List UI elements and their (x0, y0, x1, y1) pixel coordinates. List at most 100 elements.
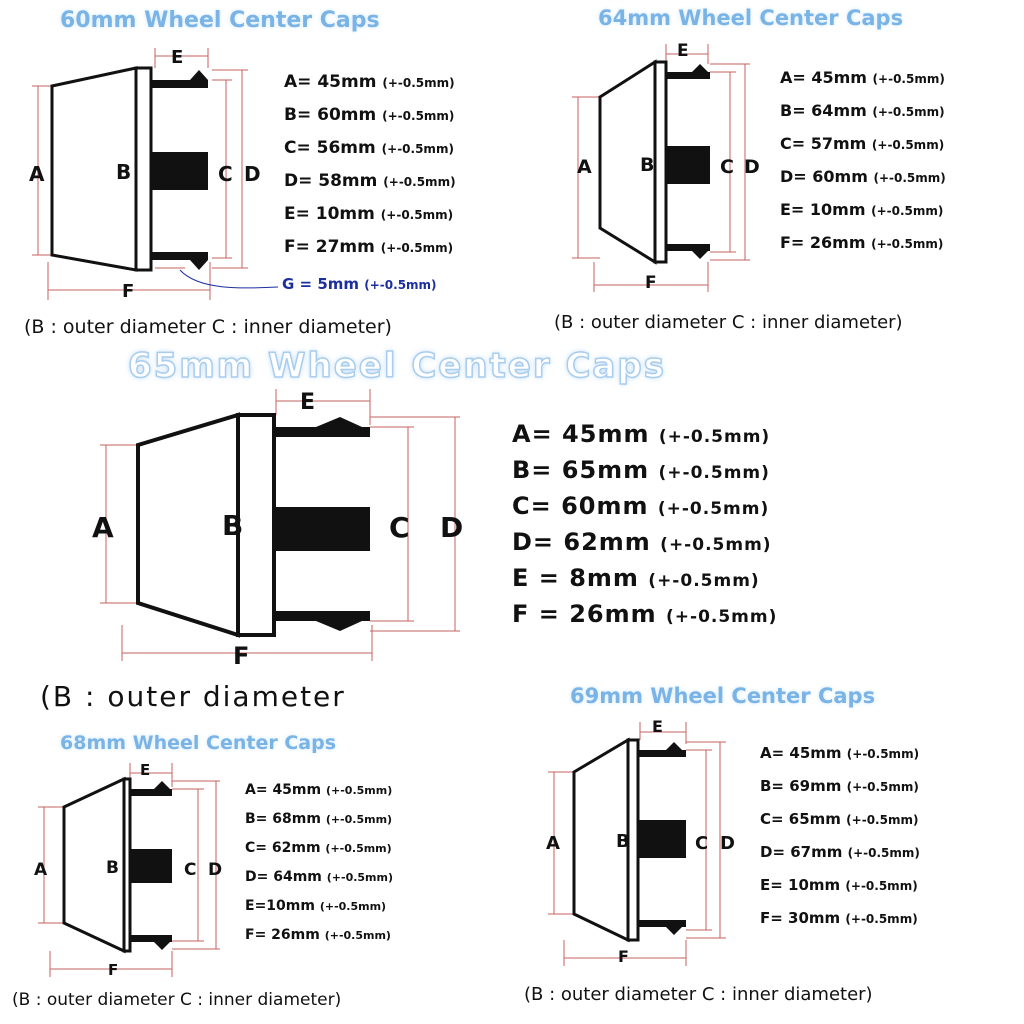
cap68-label-e: E (140, 761, 150, 779)
cap69-note: (B : outer diameter C : inner diameter) (524, 984, 873, 1005)
cap60-spec-c: C= 56mm (+-0.5mm) (284, 138, 454, 158)
cap68-spec-a: A= 45mm (+-0.5mm) (245, 782, 393, 798)
cap69-center-block (638, 820, 686, 858)
cap60-label-c: C (218, 162, 233, 186)
cap60-diagram: A B C D E F (29, 47, 279, 302)
cap60-label-d: D (244, 162, 261, 186)
cap68-label-a: A (34, 860, 48, 880)
cap60-spec-g: G = 5mm (+-0.5mm) (282, 275, 437, 293)
cap64-label-f: F (645, 273, 657, 293)
cap68-label-c: C (184, 860, 196, 880)
cap60-spec-e: E= 10mm (+-0.5mm) (284, 204, 454, 224)
cap69-spec-b: B= 69mm (+-0.5mm) (760, 777, 919, 795)
cap64-clip-top (666, 72, 710, 79)
cap64-label-e: E (677, 41, 689, 61)
cap60-label-f: F (122, 281, 134, 302)
cap65-spec-e: E = 8mm (+-0.5mm) (512, 564, 760, 592)
cap69-spec-a: A= 45mm (+-0.5mm) (760, 744, 920, 762)
cap68-hook-top (154, 781, 170, 789)
cap68-diagram: A B C D E F (34, 761, 222, 979)
cap69-clip-bottom (638, 920, 686, 927)
cap64-spec-list: A= 45mm (+-0.5mm) B= 64mm (+-0.5mm) C= 5… (780, 68, 946, 266)
cap65-label-b: B (222, 509, 243, 542)
cap69-hook-bottom (666, 927, 682, 935)
cap68-label-b: B (106, 858, 119, 878)
cap65-label-c: C (389, 511, 410, 544)
cap68-label-d: D (208, 860, 222, 880)
cap69-spec-f: F= 30mm (+-0.5mm) (760, 909, 918, 927)
cap68-note: (B : outer diameter C : inner diameter) (12, 990, 342, 1010)
cap68-spec-f: F= 26mm (+-0.5mm) (245, 927, 391, 943)
cap65-spec-b: B= 65mm (+-0.5mm) (512, 456, 770, 484)
cap65-label-a: A (92, 511, 114, 544)
cap64-label-a: A (577, 156, 592, 178)
cap65-label-f: F (233, 642, 249, 670)
cap64-spec-a: A= 45mm (+-0.5mm) (780, 68, 945, 87)
cap65-note: (B : outer diameter (40, 680, 346, 713)
cap69-label-c: C (695, 833, 708, 854)
cap65-hook-bottom (316, 621, 362, 631)
cap64-label-d: D (744, 156, 760, 178)
cap69-label-a: A (546, 833, 560, 854)
cap60-spec-a: A= 45mm (+-0.5mm) (284, 72, 455, 92)
cap65-flange (236, 413, 276, 637)
cap69-clip-top (638, 750, 686, 757)
cap65-spec-f: F = 26mm (+-0.5mm) (512, 600, 778, 628)
cap68-clip-top (130, 789, 172, 796)
cap68-spec-list: A= 45mm (+-0.5mm) B= 68mm (+-0.5mm) C= 6… (245, 782, 393, 956)
cap60-hook-bottom (190, 260, 208, 270)
cap64-spec-c: C= 57mm (+-0.5mm) (780, 134, 945, 153)
cap64-label-b: B (640, 154, 654, 176)
cap64-spec-d: D= 60mm (+-0.5mm) (780, 167, 946, 186)
cap68-label-f: F (108, 961, 118, 979)
cap60-clip-top (151, 80, 208, 88)
cap69-title: 69mm Wheel Center Caps (570, 684, 876, 708)
cap65-spec-a: A= 45mm (+-0.5mm) (512, 420, 771, 448)
cap68-spec-d: D= 64mm (+-0.5mm) (245, 869, 394, 885)
cap64-center-block (666, 146, 710, 184)
cap60-center-block (151, 152, 208, 190)
cap60-spec-f: F= 27mm (+-0.5mm) (284, 237, 454, 257)
cap64-spec-e: E= 10mm (+-0.5mm) (780, 200, 944, 219)
cap69-label-f: F (618, 947, 629, 966)
cap68-title: 68mm Wheel Center Caps (60, 732, 337, 754)
cap64-hook-bottom (692, 251, 708, 259)
cap60-label-e: E (171, 47, 183, 68)
cap65-center-block (274, 507, 370, 551)
cap64-label-c: C (720, 156, 734, 178)
cap65-hook-top (316, 417, 362, 427)
cap69-spec-list: A= 45mm (+-0.5mm) B= 69mm (+-0.5mm) C= 6… (760, 744, 920, 942)
cap69-spec-d: D= 67mm (+-0.5mm) (760, 843, 920, 861)
cap68-clip-bottom (130, 935, 172, 942)
cap65-label-e: E (300, 390, 315, 415)
cap60-title: 60mm Wheel Center Caps (60, 8, 380, 33)
cap68-hook-bottom (154, 942, 170, 950)
cap69-spec-e: E= 10mm (+-0.5mm) (760, 876, 918, 894)
cap65-title: 65mm Wheel Center Caps (127, 345, 666, 387)
cap69-label-d: D (720, 833, 735, 854)
cap64-spec-f: F= 26mm (+-0.5mm) (780, 233, 944, 252)
cap65-label-d: D (440, 511, 463, 544)
cap69-diagram: A B C D E F (546, 717, 735, 966)
cap64-hook-top (692, 64, 708, 72)
cap60-label-b: B (116, 160, 131, 184)
cap68-spec-e: E=10mm (+-0.5mm) (245, 898, 387, 914)
cap65-spec-d: D= 62mm (+-0.5mm) (512, 528, 772, 556)
cap68-flange (122, 777, 132, 953)
cap65-clip-top (274, 427, 370, 437)
cap64-flange (653, 60, 668, 264)
cap65-clip-bottom (274, 611, 370, 621)
cap60-clip-bottom (151, 252, 208, 260)
cap65-diagram: A B C D E F (92, 389, 463, 670)
cap69-label-b: B (616, 831, 630, 852)
cap60-note: (B : outer diameter C : inner diameter) (24, 316, 392, 338)
cap68-center-block (130, 849, 172, 883)
cap69-label-e: E (652, 717, 663, 736)
cap60-label-a: A (29, 162, 45, 186)
cap69-hook-top (666, 742, 682, 750)
cap64-title: 64mm Wheel Center Caps (598, 6, 904, 30)
cap60-spec-d: D= 58mm (+-0.5mm) (284, 171, 456, 191)
cap65-spec-list: A= 45mm (+-0.5mm) B= 65mm (+-0.5mm) C= 6… (512, 420, 777, 636)
cap64-spec-b: B= 64mm (+-0.5mm) (780, 101, 945, 120)
